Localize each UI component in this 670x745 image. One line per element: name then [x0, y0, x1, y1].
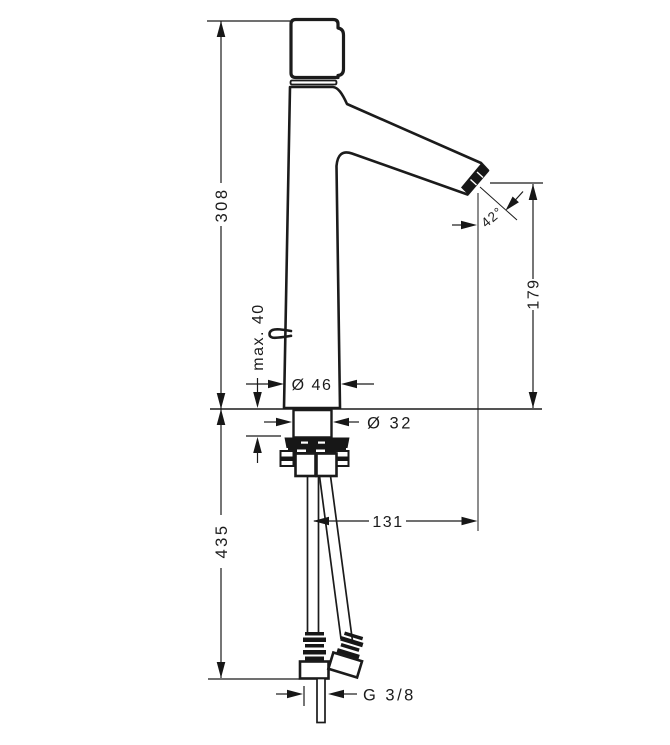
arrowhead [287, 689, 303, 699]
dim-body-diameter: Ø 46 [246, 377, 374, 394]
crimp-band [305, 632, 324, 636]
faucet-outline [210, 17, 542, 724]
arrowhead [341, 379, 357, 389]
handle-collar [289, 79, 338, 86]
dim-label-shank-diameter: Ø 32 [367, 414, 413, 432]
base-gasket [284, 437, 350, 448]
supply-hoses [306, 475, 354, 642]
arrowhead [253, 392, 262, 408]
hose-connector-left [294, 452, 317, 478]
arrowhead [216, 662, 226, 678]
crimp-band [340, 642, 360, 652]
dim-label-body-diameter: Ø 46 [292, 377, 333, 394]
mounting-nut [279, 448, 350, 478]
arrowhead [253, 437, 262, 453]
aerator-notch [470, 178, 477, 186]
dim-outlet-height: 179 [490, 182, 543, 408]
flange-tab-band [335, 456, 349, 461]
crimp-band [303, 650, 326, 655]
dim-label-hose-length: 435 [213, 523, 231, 558]
arrowhead [461, 220, 477, 230]
crimp-band [336, 648, 360, 660]
arrowhead [313, 516, 329, 526]
arrowhead [216, 409, 226, 425]
hose-connector-right [315, 452, 338, 478]
faucet-body-spout [282, 85, 490, 410]
dim-label-max-thickness: max. 40 [250, 303, 267, 370]
arrowhead [333, 417, 349, 427]
gasket-notch [301, 441, 308, 444]
supply-tube [316, 677, 326, 724]
hose-fitting-left [298, 632, 330, 724]
dim-label-spout-angle: 42° [478, 204, 506, 231]
mounting-shank [292, 408, 333, 439]
flange-notch [297, 449, 306, 452]
hose-right-edge [318, 475, 342, 640]
angle-reference-line [479, 186, 518, 221]
dim-connection-thread: G 3/8 [276, 686, 416, 706]
arrowhead [216, 21, 226, 37]
popup-rod-hook [268, 327, 293, 340]
crimp-band [303, 637, 326, 642]
arrowhead [461, 516, 478, 526]
dim-hose-length: 435 [208, 409, 299, 680]
arrowhead [505, 196, 519, 211]
arrowhead [528, 392, 538, 408]
dim-shank-diameter: Ø 32 [264, 414, 413, 432]
gasket-notch [318, 441, 325, 444]
hose-nut [326, 650, 364, 680]
flange-notch [316, 449, 325, 452]
arrowhead [276, 417, 292, 427]
dim-label-outlet-height: 179 [526, 278, 543, 309]
crimp-band [343, 631, 364, 641]
dim-spout-angle: 42° [452, 186, 524, 531]
dim-spout-reach: 131 [313, 514, 478, 531]
hose-right-edge [329, 475, 354, 642]
crimp-band [305, 656, 324, 661]
arrowhead [528, 184, 538, 200]
dim-label-spout-reach: 131 [372, 514, 403, 531]
arrowhead [268, 379, 284, 389]
aerator-notch [476, 171, 484, 179]
dim-max-thickness: max. 40 [246, 303, 281, 463]
flange-tab-band [280, 456, 294, 461]
arrowhead [216, 393, 226, 409]
hose-fitting-right [326, 631, 364, 680]
dim-label-total-height: 308 [213, 187, 231, 222]
arrowhead [328, 689, 344, 699]
dim-label-connection-thread: G 3/8 [363, 686, 416, 704]
aerator-hatch [461, 163, 489, 195]
hose-nut [298, 660, 330, 680]
dim-total-height: 308 [207, 20, 290, 409]
faucet-handle-head [289, 17, 346, 80]
crimp-band [340, 636, 364, 648]
crimp-band [305, 644, 324, 648]
